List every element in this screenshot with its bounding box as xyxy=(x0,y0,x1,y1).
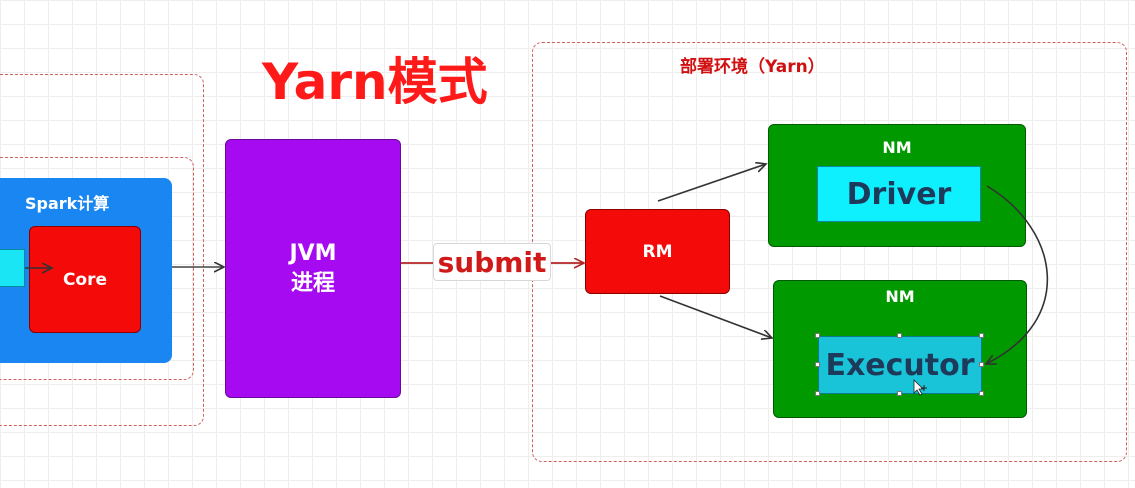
driver-label: Driver xyxy=(846,176,952,212)
rm-label: RM xyxy=(642,241,673,262)
executor-box[interactable]: Executor xyxy=(818,336,982,394)
selection-handle[interactable] xyxy=(979,362,984,367)
jvm-process-box[interactable]: JVM 进程 xyxy=(225,139,401,398)
resource-manager-box[interactable]: RM xyxy=(585,209,730,294)
selection-handle[interactable] xyxy=(979,333,984,338)
spark-input-box[interactable] xyxy=(0,249,25,287)
submit-label: submit xyxy=(433,243,551,281)
outer-dashed-group xyxy=(0,74,204,426)
node-manager-top-label: NM xyxy=(882,138,912,157)
driver-to-executor-arrow xyxy=(986,185,1049,364)
selection-handle[interactable] xyxy=(815,391,820,396)
rm-to-nm-top-arrow xyxy=(657,164,766,202)
process-label: 进程 xyxy=(290,270,335,296)
core-box[interactable]: Core xyxy=(29,226,141,333)
inner-dashed-group xyxy=(0,157,194,380)
selection-handle[interactable] xyxy=(897,391,902,396)
mouse-cursor-icon xyxy=(913,379,927,396)
driver-box[interactable]: Driver xyxy=(817,166,981,222)
deploy-env-label: 部署环境（Yarn） xyxy=(680,57,825,77)
spark-compute-label: Spark计算 xyxy=(25,194,110,213)
selection-handle[interactable] xyxy=(979,391,984,396)
selection-handle[interactable] xyxy=(815,362,820,367)
executor-label: Executor xyxy=(825,347,975,383)
core-label: Core xyxy=(62,269,108,290)
diagram-title: Yarn模式 xyxy=(262,53,488,111)
jvm-label: JVM xyxy=(289,240,337,266)
node-manager-bottom-label: NM xyxy=(885,287,915,306)
selection-handle[interactable] xyxy=(897,333,902,338)
selection-handle[interactable] xyxy=(815,333,820,338)
rm-to-nm-bottom-arrow xyxy=(659,295,772,338)
